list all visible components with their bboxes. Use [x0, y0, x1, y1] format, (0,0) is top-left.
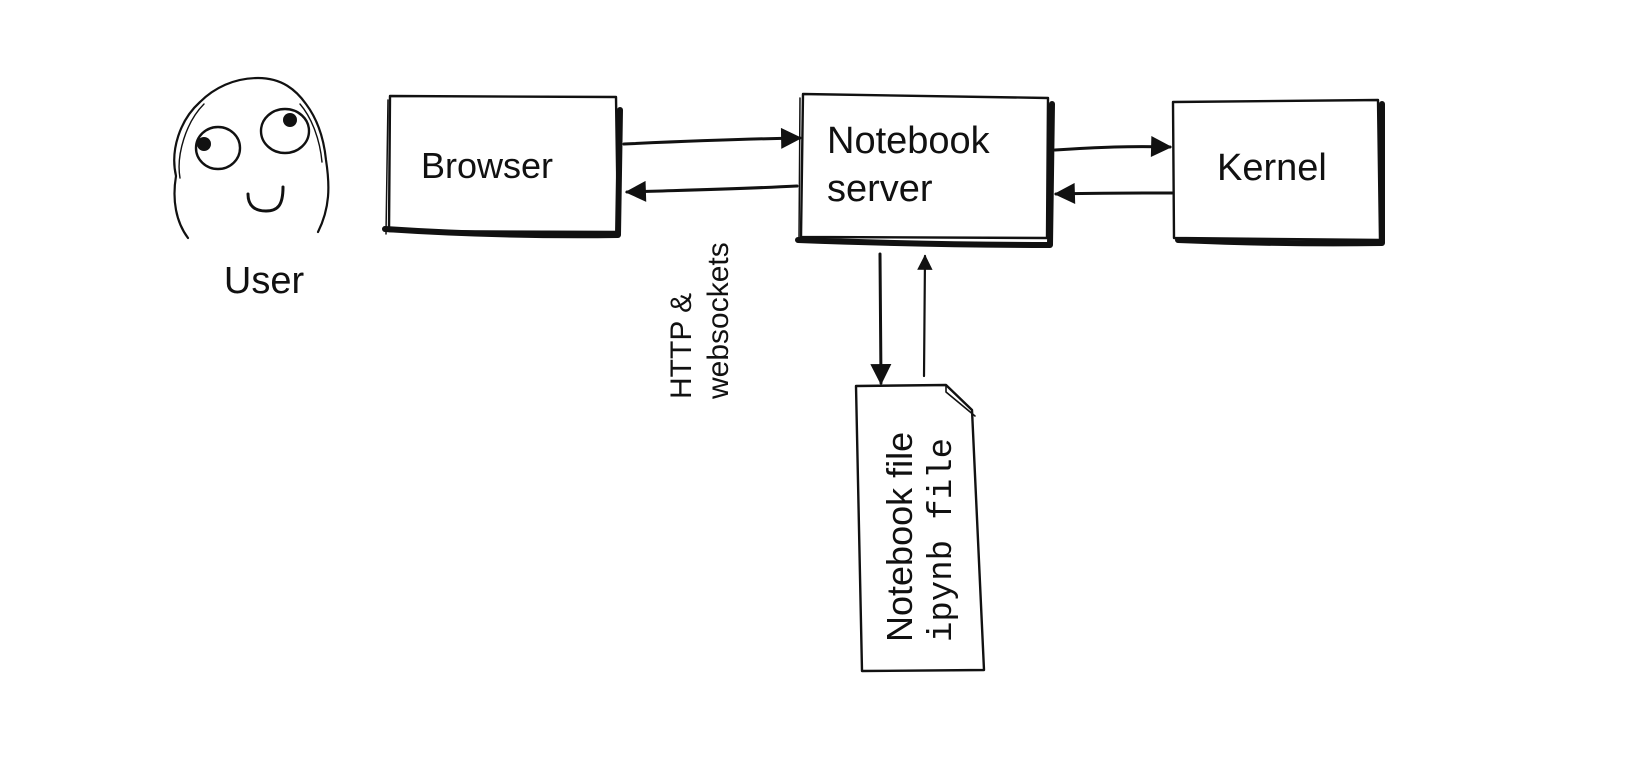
- kernel-node: [1171, 98, 1385, 247]
- arrow-kernel-to-server: [1053, 182, 1174, 204]
- notebook-file-label-line2: ipynb file: [924, 438, 962, 642]
- mouth: [246, 185, 285, 213]
- user-label: User: [224, 260, 305, 302]
- face-icon: [173, 76, 330, 240]
- arrow-file-to-server: [917, 254, 933, 378]
- arrow-browser-to-server: [622, 127, 803, 149]
- notebook-file-label-line1: Notebook file: [879, 432, 920, 642]
- notebook-server-label-line1: Notebook: [827, 120, 991, 162]
- notebook-server-label-line2: server: [827, 168, 933, 210]
- notebook-server-node: [795, 92, 1055, 248]
- browser-node: [382, 94, 623, 239]
- arrow-server-to-browser: [624, 180, 799, 202]
- edge-label-line1: HTTP &: [665, 293, 698, 399]
- edge-label-line2: websockets: [702, 242, 735, 400]
- right-eye: [259, 107, 311, 155]
- kernel-label: Kernel: [1217, 147, 1327, 189]
- left-eye: [194, 125, 242, 171]
- browser-label: Browser: [421, 145, 553, 186]
- arrow-server-to-file: [870, 252, 892, 386]
- notebook-file-node: [854, 383, 986, 673]
- arrow-server-to-kernel: [1053, 136, 1173, 158]
